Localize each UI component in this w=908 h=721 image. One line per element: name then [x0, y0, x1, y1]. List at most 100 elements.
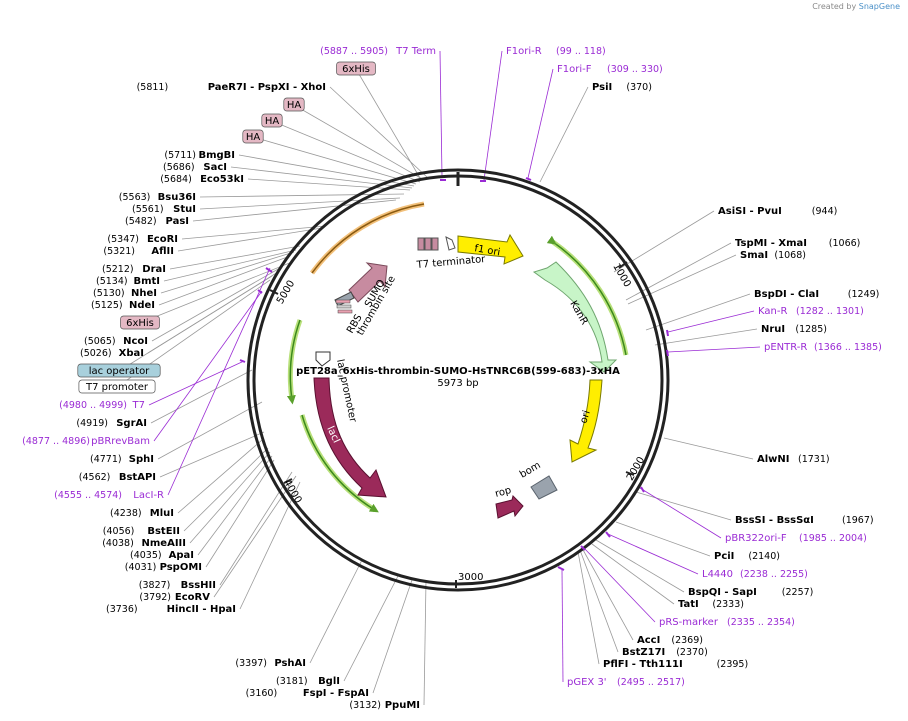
position-label: (3132): [349, 700, 381, 711]
leader-line: [151, 267, 281, 342]
tick-label-1000: 1000: [610, 262, 632, 290]
position-label: (5686): [163, 162, 195, 173]
position-label: (3792): [139, 592, 171, 603]
primer-mark: [666, 329, 669, 337]
feature-label-ha: HA: [246, 132, 261, 143]
position-label: (2333): [712, 599, 744, 610]
primer-label: pBRrevBam: [91, 436, 150, 447]
site-label: Bsu36I: [158, 192, 196, 203]
site-label: TspMI - XmaI: [735, 238, 807, 249]
plasmid-name: pET28a_6xHis-thrombin-SUMO-HsTNRC6B(599-…: [296, 366, 620, 377]
feature-label-box: [77, 363, 161, 378]
primer-label: pENTR-R: [764, 342, 807, 353]
site-label: PciI: [714, 551, 734, 562]
t7-terminator-label: T7 terminator: [415, 254, 486, 271]
leader-line: [645, 293, 751, 331]
leader-line: [271, 120, 421, 183]
ori-feature[interactable]: [569, 379, 603, 463]
position-label: (1967): [842, 515, 874, 526]
lac-promoter-feature[interactable]: [315, 351, 331, 367]
primer-label: pBR322ori-F: [725, 533, 787, 544]
position-label: (1249): [848, 289, 880, 300]
position-label: (5811): [137, 82, 169, 93]
leader-line: [539, 86, 589, 183]
position-label: (5134): [96, 276, 128, 287]
position-label: (4035): [130, 550, 162, 561]
position-label: (5563): [119, 192, 151, 203]
credit-prefix: Created by: [812, 2, 857, 11]
primer-mark: [239, 359, 246, 363]
sumo-feature[interactable]: [348, 262, 388, 303]
leader-line: [177, 439, 263, 514]
bom-feature[interactable]: [530, 475, 558, 500]
primer-mark: [257, 289, 263, 294]
site-label: AsiSI - PvuI: [718, 206, 782, 217]
position-label: (370): [626, 82, 652, 93]
leader-line: [595, 539, 685, 593]
leader-line: [150, 369, 253, 424]
position-label: (944): [812, 206, 838, 217]
primer-label: T7: [132, 400, 145, 411]
leader-line: [423, 579, 427, 706]
site-label: BmtI: [133, 276, 160, 287]
leader-line: [247, 178, 411, 191]
site-label: EcoRI: [147, 234, 178, 245]
leader-line: [483, 50, 503, 181]
leader-line: [607, 533, 699, 575]
leader-line: [293, 104, 425, 181]
position-label: (4771): [90, 454, 122, 465]
site-label: BmgBI: [198, 150, 235, 161]
site-label: BssHII: [181, 580, 216, 591]
leader-line: [252, 136, 417, 185]
primer-label: pRS-marker: [659, 617, 719, 628]
leader-line: [527, 68, 554, 179]
site-label: SgrAI: [116, 418, 147, 429]
primer-mark: [580, 545, 586, 551]
site-label: PasI: [166, 216, 189, 227]
feature-label-ha: HA: [287, 100, 302, 111]
leader-line: [372, 579, 413, 694]
feature-label-t7-promoter: T7 promoter: [85, 382, 149, 393]
position-label: (5482): [125, 216, 157, 227]
site-label: HincII - HpaI: [167, 604, 236, 615]
position-label: (3160): [246, 688, 278, 699]
site-label: BstEII: [147, 526, 180, 537]
leader-line: [663, 437, 754, 460]
leader-line: [591, 543, 675, 605]
t7-terminator-feature[interactable]: [417, 236, 456, 251]
feature-label-ha: HA: [265, 116, 280, 127]
tick-4000: [283, 478, 293, 484]
plasmid-size: 5973 bp: [437, 378, 478, 389]
thrombin-feature[interactable]: [334, 291, 355, 307]
feature-label-6xhis: 6xHis: [126, 318, 154, 329]
position-label: (1985 .. 2004): [799, 533, 867, 544]
leader-line: [192, 199, 397, 222]
site-label: StuI: [173, 204, 196, 215]
f1-ori-feature[interactable]: [457, 233, 524, 265]
leader-line: [561, 569, 564, 683]
position-label: (5561): [132, 204, 164, 215]
rop-feature[interactable]: [495, 495, 524, 519]
leader-line: [577, 551, 600, 665]
leader-line: [654, 328, 758, 346]
position-label: (2395): [717, 659, 749, 670]
primer-label: LacI-R: [133, 490, 164, 501]
position-label: (5130): [93, 288, 125, 299]
kanr-primer-arc: [551, 239, 629, 356]
position-label: (2370): [676, 647, 708, 658]
kanr-feature[interactable]: [532, 261, 618, 373]
position-label: (2495 .. 2517): [617, 677, 685, 688]
site-label: AlwNI: [757, 454, 790, 465]
position-label: (4031): [125, 562, 157, 573]
site-label: PsiI: [592, 82, 612, 93]
leader-line: [625, 242, 732, 301]
leader-line: [667, 310, 755, 333]
leader-line: [238, 154, 415, 187]
position-label: (1285): [795, 324, 827, 335]
position-label: (4877 .. 4896): [22, 436, 90, 447]
primer-mark: [640, 486, 645, 493]
position-label: (4056): [103, 526, 135, 537]
feature-label-box: [336, 61, 376, 76]
laci-feature[interactable]: [313, 377, 387, 498]
